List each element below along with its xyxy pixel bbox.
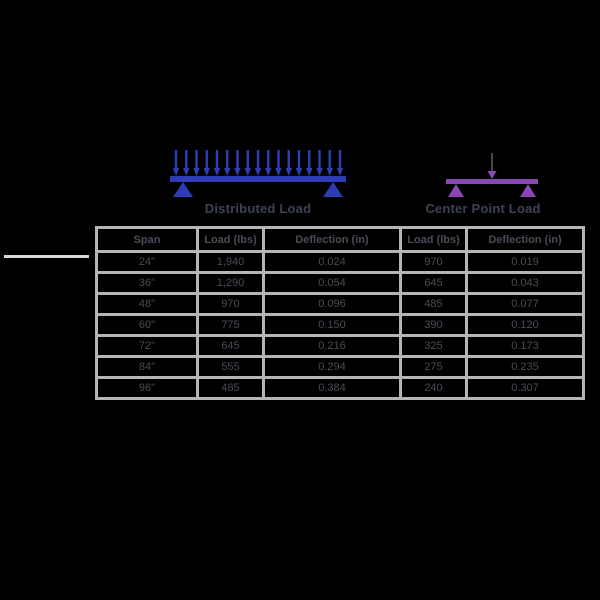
distributed-arrow-head [203, 168, 210, 176]
distributed-arrow-head [213, 168, 221, 176]
table-cell: 390 [402, 316, 465, 334]
distributed-load-label: Distributed Load [204, 201, 312, 216]
support-triangle-left [173, 182, 193, 197]
distributed-load-diagram [170, 149, 346, 198]
table-cell: 275 [402, 358, 465, 376]
table-cell: 555 [199, 358, 262, 376]
support-triangle-left [448, 184, 464, 197]
distributed-arrow-head [244, 168, 251, 176]
table-cell: 0.307 [468, 379, 582, 397]
leader-line [4, 255, 89, 258]
table-cell: 645 [402, 274, 465, 292]
distributed-arrow-head [183, 168, 190, 176]
table-cell: 84" [98, 358, 196, 376]
distributed-arrow-head [316, 168, 323, 176]
distributed-arrow-head [254, 168, 262, 176]
table-cell: 0.216 [265, 337, 399, 355]
table-cell: 485 [199, 379, 262, 397]
table-cell: 775 [199, 316, 262, 334]
table-cell: 0.235 [468, 358, 582, 376]
beam [446, 179, 538, 184]
distributed-arrow-head [224, 168, 231, 176]
table-cell: 0.384 [265, 379, 399, 397]
table-cell: 0.150 [265, 316, 399, 334]
column-header: Deflection (in) [468, 229, 582, 250]
column-header: Load (lbs) [199, 229, 262, 250]
table-cell: 645 [199, 337, 262, 355]
distributed-arrow-head [193, 168, 200, 176]
distributed-load-svg [170, 150, 346, 197]
distributed-arrow-head [275, 168, 282, 176]
center-point-load-label: Center Point Load [425, 201, 541, 216]
column-header: Deflection (in) [265, 229, 399, 250]
point-load-arrow-head [487, 171, 497, 179]
table-cell: 325 [402, 337, 465, 355]
table-cell: 0.096 [265, 295, 399, 313]
distributed-arrow-head [285, 168, 292, 176]
table-cell: 60" [98, 316, 196, 334]
table-cell: 0.173 [468, 337, 582, 355]
center-point-load-svg [446, 153, 538, 197]
table-cell: 240 [402, 379, 465, 397]
table-cell: 36" [98, 274, 196, 292]
distributed-arrow-head [295, 168, 303, 176]
table-cell: 24" [98, 253, 196, 271]
table-cell: 970 [199, 295, 262, 313]
column-header: Load (lbs) [402, 229, 465, 250]
table-cell: 1,290 [199, 274, 262, 292]
distributed-arrow-head [306, 168, 313, 176]
center-point-load-diagram [446, 152, 538, 198]
table-cell: 96" [98, 379, 196, 397]
support-triangle-right [323, 182, 343, 197]
table-cell: 0.294 [265, 358, 399, 376]
distributed-arrow-head [172, 168, 180, 176]
distributed-arrow-head [336, 168, 344, 176]
table-cell: 0.043 [468, 274, 582, 292]
column-header: Span [98, 229, 196, 250]
table-cell: 0.120 [468, 316, 582, 334]
table-cell: 48" [98, 295, 196, 313]
table-cell: 0.077 [468, 295, 582, 313]
table-cell: 0.019 [468, 253, 582, 271]
table-cell: 485 [402, 295, 465, 313]
distributed-arrow-head [234, 168, 241, 176]
distributed-load-arrows [172, 150, 344, 176]
distributed-arrow-head [326, 168, 333, 176]
table-cell: 0.024 [265, 253, 399, 271]
distributed-arrow-head [265, 168, 272, 176]
table-cell: 1,940 [199, 253, 262, 271]
table-cell: 0.054 [265, 274, 399, 292]
support-triangle-right [520, 184, 536, 197]
table-cell: 72" [98, 337, 196, 355]
beam [170, 176, 346, 182]
table-cell: 970 [402, 253, 465, 271]
